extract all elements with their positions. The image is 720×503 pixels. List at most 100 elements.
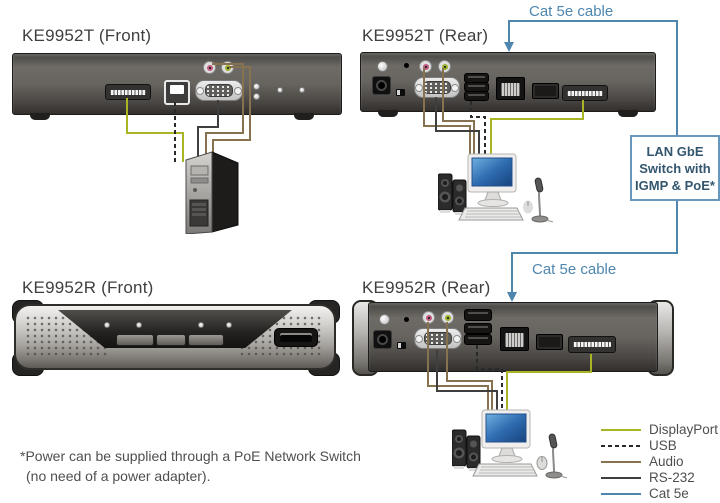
status-led [253,93,260,100]
lan-switch-line3: IGMP & PoE* [635,177,715,193]
panel-button [156,334,186,346]
mode-switch [397,342,406,349]
power-led [377,61,388,72]
rj45-lan-port [500,327,529,351]
legend-label: Cat 5e [649,486,689,501]
power-footnote: *Power can be supplied through a PoE Net… [20,446,361,486]
legend-line-solid [601,492,641,495]
reset-pinhole [404,317,409,322]
legend-line-solid [601,476,641,479]
db9-pins [424,332,452,345]
legend-line-dashed [601,444,641,447]
legend-item-audio: Audio [600,454,718,469]
front-usb-port [274,328,318,347]
audio-jack-core [224,64,231,71]
lan-switch-box: LAN GbE Switch with IGMP & PoE* [630,135,720,201]
tx-rear-device [360,52,656,118]
cat5e-arrowhead-top [504,42,514,52]
legend-line-solid [601,428,641,431]
panel-button [188,334,224,346]
cat5e-cable-label-top: Cat 5e cable [529,3,614,20]
footnote-line1: *Power can be supplied through a PoE Net… [20,448,361,464]
rj45-lan-port [496,77,525,100]
cable-displayport-txr [490,100,584,158]
cable-audio-line-rxr [446,322,493,414]
mic-jack-core [422,63,429,70]
dc-power-jack [373,330,392,349]
rs232-db9-port [414,328,462,349]
tx-front-device [12,53,342,123]
console-workstation-rx [452,409,567,479]
cat5e-cable-label-bottom: Cat 5e cable [532,261,617,278]
rs232-db9-port [195,80,243,101]
sfp-port [536,334,563,350]
rx-rear-title: KE9952R (Rear) [362,278,491,297]
usb-port [464,91,489,101]
cable-audio-line-tx [212,66,251,162]
device-foot [378,110,398,117]
mic-jack-core [425,314,432,321]
legend-label: Audio [649,454,684,469]
dc-power-jack [372,76,391,95]
rx-rear-device [352,296,674,380]
front-led [198,322,204,328]
rx-front-device [8,296,342,380]
sfp-port [532,83,559,99]
cable-audio-mic-rxr [427,322,489,414]
legend-label: RS-232 [649,470,695,485]
legend-label: USB [649,438,677,453]
status-led [253,83,260,90]
computer-tower [185,151,239,234]
audio-jack [438,60,451,73]
audio-jack-core [444,314,451,321]
front-led [136,322,142,328]
power-led [379,314,390,325]
cable-audio-mic-txr [423,68,471,158]
hdmi-port [464,309,492,321]
cable-audio-mic-tx [205,63,244,162]
audio-jack [441,311,454,324]
lan-switch-line2: Switch with [639,160,711,176]
legend-label: DisplayPort [649,422,719,437]
legend-item-usb: USB [600,438,718,453]
legend-line-solid [601,460,641,463]
displayport-slot [573,342,611,347]
displayport-slot [566,90,604,96]
cable-audio-line-txr [442,68,475,158]
cable-rs232-rxr [436,350,498,414]
cable-usb-txr [470,101,486,158]
front-led [226,322,232,328]
panel-button [116,334,154,346]
device-foot [30,113,50,120]
front-led [104,322,110,328]
audio-jack-core [441,63,448,70]
footnote-line2: (no need of a power adapter). [26,468,211,484]
reset-pinhole [404,63,409,68]
rx-front-title: KE9952R (Front) [22,278,154,297]
status-led [299,87,305,93]
mic-jack [419,60,432,73]
cable-displayport-rxr [506,354,592,414]
mic-jack-core [206,64,213,71]
displayport-port [562,85,608,101]
legend-item-displayport: DisplayPort [600,422,719,437]
tx-front-title: KE9952T (Front) [22,26,152,45]
console-workstation-tx [438,153,553,223]
device-foot [294,113,314,120]
usb-port [464,334,492,345]
legend-item-cat5e: Cat 5e [600,486,718,501]
usb-b-port [164,80,190,105]
cat5e-arrowhead-bottom [507,292,517,302]
status-led [277,87,283,93]
displayport-port [568,336,616,353]
cable-displayport-tx [126,98,184,162]
device-foot [618,110,638,117]
cable-usb-rxr [476,345,503,414]
displayport-slot [109,89,147,95]
mode-switch [396,89,405,96]
legend-item-rs232: RS-232 [600,470,718,485]
rj45-inner [501,83,520,96]
cable-rs232-tx [197,100,219,162]
